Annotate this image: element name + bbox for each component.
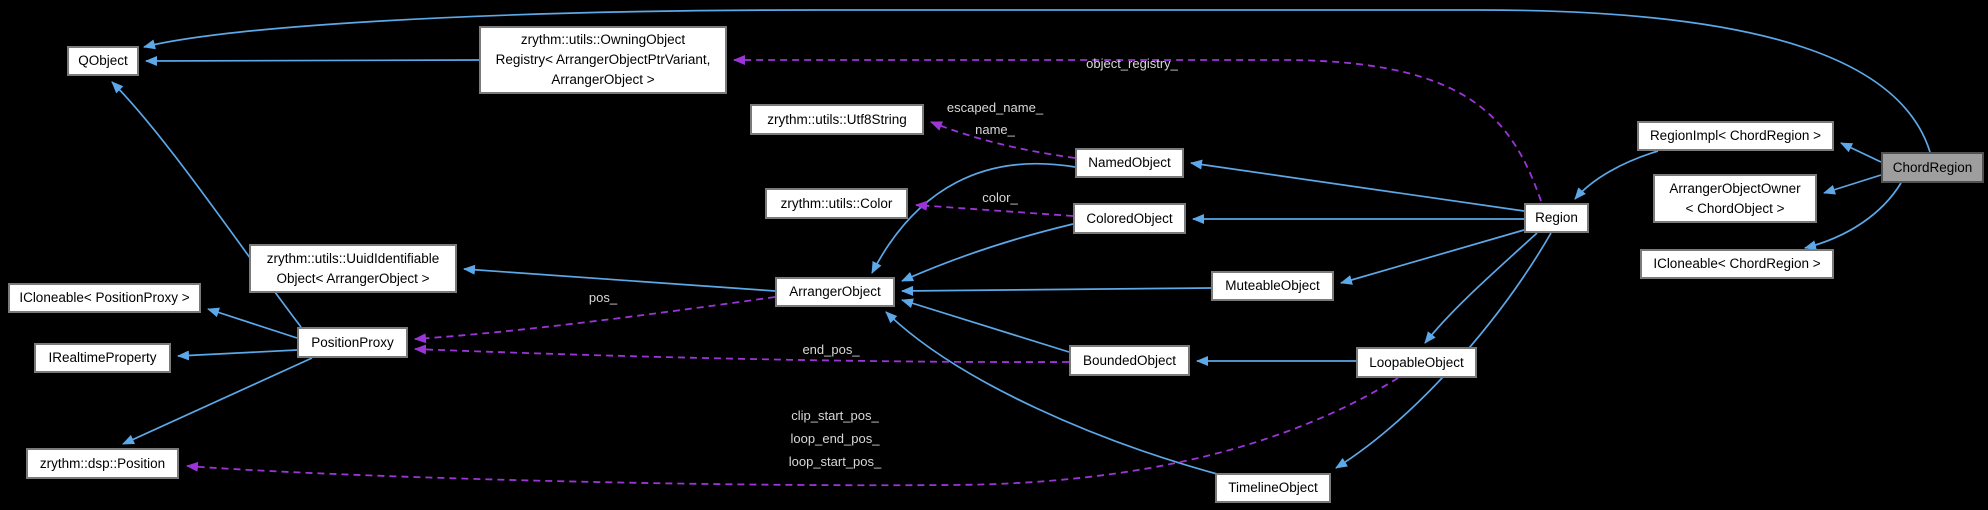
edge-chord-region-to-arranger-object-owner xyxy=(1823,174,1882,195)
node-owning-object-registry[interactable]: zrythm::utils::OwningObject Registry< Ar… xyxy=(479,26,727,94)
edge-arranger-object-to-position-proxy xyxy=(414,296,776,344)
node-arranger-object-owner[interactable]: ArrangerObjectOwner < ChordObject > xyxy=(1653,174,1817,223)
edge-position-proxy-to-icloneable-position-proxy xyxy=(207,307,298,339)
node-timeline-object[interactable]: TimelineObject xyxy=(1215,473,1331,503)
node-dsp-position[interactable]: zrythm::dsp::Position xyxy=(26,448,179,479)
edge-chord-region-to-region-impl xyxy=(1840,142,1882,163)
node-utils-color[interactable]: zrythm::utils::Color xyxy=(765,188,908,219)
edge-bounded-object-to-position-proxy xyxy=(414,344,1070,363)
edge-owning-registry-to-qobject xyxy=(145,55,480,66)
edge-loopable-object-to-dsp-position xyxy=(186,377,1399,487)
edge-colored-object-to-color xyxy=(915,200,1074,217)
edge-label-object-registry: object_registry_ xyxy=(1086,56,1178,71)
edge-label-color: color_ xyxy=(982,190,1018,205)
node-loopable-object[interactable]: LoopableObject xyxy=(1356,347,1477,378)
edge-region-to-owning-registry xyxy=(733,55,1542,202)
edge-named-object-to-utf8string xyxy=(930,121,1076,159)
node-icloneable-chord-region[interactable]: ICloneable< ChordRegion > xyxy=(1640,249,1834,279)
edge-bounded-object-to-arranger-object xyxy=(901,298,1070,353)
edge-named-object-to-arranger-object xyxy=(871,162,1076,274)
edge-arranger-object-to-uuid-identifiable xyxy=(463,264,776,292)
node-region-impl[interactable]: RegionImpl< ChordRegion > xyxy=(1637,121,1834,151)
node-colored-object[interactable]: ColoredObject xyxy=(1073,203,1186,234)
edge-region-to-muteable-object xyxy=(1340,229,1525,285)
edge-label-names: escaped_name_ name_ xyxy=(946,100,1044,137)
edge-position-proxy-to-qobject xyxy=(111,81,302,328)
edge-chord-region-to-icloneable-chord-region xyxy=(1804,182,1902,251)
edge-timeline-object-to-arranger-object xyxy=(885,311,1229,478)
node-position-proxy[interactable]: PositionProxy xyxy=(297,327,408,358)
edge-chord-region-to-qobject xyxy=(143,9,1931,153)
edge-region-impl-to-region xyxy=(1574,150,1659,200)
edge-region-to-named-object xyxy=(1190,159,1525,212)
edge-label-pos: pos_ xyxy=(588,290,618,305)
node-chord-region[interactable]: ChordRegion xyxy=(1881,152,1984,183)
edge-label-end-pos: end_pos_ xyxy=(802,342,860,357)
edge-region-to-loopable-object xyxy=(1424,232,1538,344)
node-utf8-string[interactable]: zrythm::utils::Utf8String xyxy=(750,104,924,135)
edge-position-proxy-to-irealtime-property xyxy=(177,349,298,361)
node-arranger-object[interactable]: ArrangerObject xyxy=(775,277,895,307)
node-muteable-object[interactable]: MuteableObject xyxy=(1211,271,1334,301)
node-region[interactable]: Region xyxy=(1524,203,1589,233)
node-uuid-identifiable-object[interactable]: zrythm::utils::UuidIdentifiable Object< … xyxy=(249,244,457,293)
edge-muteable-object-to-arranger-object xyxy=(901,285,1212,296)
edge-label-loop-positions: clip_start_pos_ loop_end_pos_ loop_start… xyxy=(788,408,882,469)
node-icloneable-position-proxy[interactable]: ICloneable< PositionProxy > xyxy=(8,283,201,313)
node-named-object[interactable]: NamedObject xyxy=(1075,148,1184,178)
node-qobject[interactable]: QObject xyxy=(67,46,139,76)
node-irealtime-property[interactable]: IRealtimeProperty xyxy=(34,343,171,373)
edge-colored-object-to-arranger-object xyxy=(901,223,1074,282)
edge-position-proxy-to-dsp-position xyxy=(122,357,313,445)
node-bounded-object[interactable]: BoundedObject xyxy=(1069,345,1190,376)
